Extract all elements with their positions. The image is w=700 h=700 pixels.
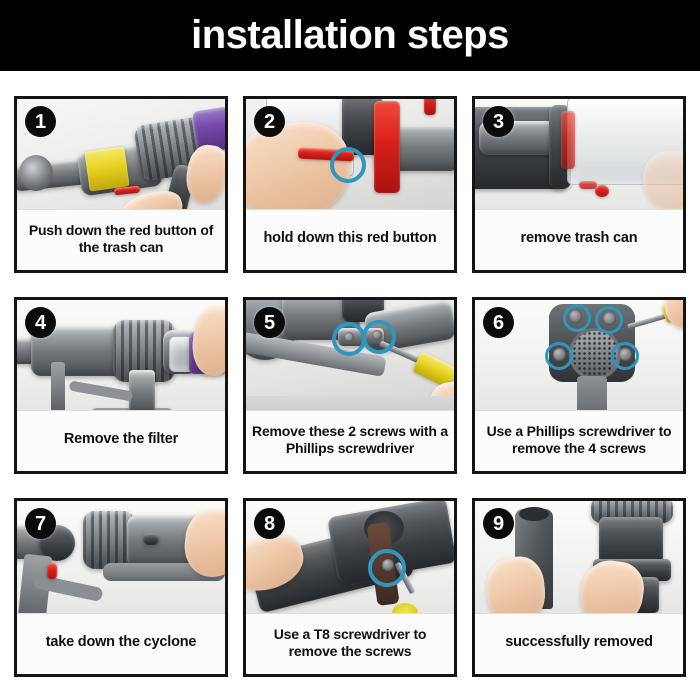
step-caption-4: Remove the filter (17, 410, 225, 471)
annotation-ring-4 (611, 342, 639, 370)
step-caption-text-8: Use a T8 screwdriver to remove the screw… (273, 625, 427, 659)
step-caption-5: Remove these 2 screws with a Phillips sc… (246, 410, 454, 471)
hand-holding-bin (643, 151, 683, 209)
step-badge-3: 3 (483, 106, 514, 137)
vacuum-handle (129, 370, 155, 410)
step-photo-8: 8 (246, 501, 454, 613)
annotation-ring-1 (368, 549, 406, 587)
step-badge-6: 6 (483, 307, 514, 338)
step-caption-text-2: hold down this red button (263, 230, 437, 247)
page-title: installation steps (191, 12, 509, 57)
step-photo-6: 6 (475, 300, 683, 410)
red-debris-a (579, 181, 597, 189)
step-caption-7: take down the cyclone (17, 613, 225, 674)
step-panel-4[interactable]: 4 Remove the filter (14, 297, 228, 474)
step-badge-4: 4 (25, 307, 56, 338)
step-caption-8: Use a T8 screwdriver to remove the screw… (246, 613, 454, 674)
red-release-lever (374, 101, 400, 193)
annotation-ring-3 (545, 342, 573, 370)
step-caption-6: Use a Phillips screwdriver to remove the… (475, 410, 683, 471)
step-caption-text-3: remove trash can (520, 230, 638, 247)
annotation-ring-1 (330, 147, 366, 183)
step-panel-9[interactable]: 9 successfully removed (472, 498, 686, 677)
vacuum-neck (577, 376, 607, 410)
step-panel-5[interactable]: 5 Remove these 2 screws with a Phillips … (243, 297, 457, 474)
step-panel-1[interactable]: 1 Push down the red button of the trash … (14, 96, 228, 273)
annotation-ring-1 (332, 322, 366, 356)
step-caption-text-4: Remove the filter (63, 431, 179, 448)
step-caption-3: remove trash can (475, 209, 683, 270)
annotation-ring-1 (563, 304, 591, 332)
housing-vent (143, 533, 159, 545)
step-badge-8: 8 (254, 508, 285, 539)
yellow-warning-label (84, 146, 130, 192)
table-surface (246, 396, 454, 410)
red-debris-b (595, 185, 609, 197)
steps-grid: 1 Push down the red button of the trash … (14, 96, 686, 677)
step-caption-text-7: take down the cyclone (45, 634, 197, 651)
cyclone-fins (83, 511, 135, 569)
step-caption-2: hold down this red button (246, 209, 454, 270)
cover-notch (519, 507, 549, 521)
step-panel-3[interactable]: 3 remove trash can (472, 96, 686, 273)
step-panel-6[interactable]: 6 Use a Phillips screwdriver to remove t… (472, 297, 686, 474)
step-caption-1: Push down the red button of the trash ca… (17, 209, 225, 270)
step-photo-1: 1 (17, 99, 225, 209)
red-trim (561, 111, 575, 169)
red-trim-upper (424, 99, 436, 115)
step-badge-7: 7 (25, 508, 56, 539)
step-badge-2: 2 (254, 106, 285, 137)
step-caption-text-1: Push down the red button of the trash ca… (28, 221, 214, 255)
step-badge-9: 9 (483, 508, 514, 539)
step-caption-text-5: Remove these 2 screws with a Phillips sc… (252, 422, 448, 456)
stand-post (51, 362, 65, 410)
step-photo-3: 3 (475, 99, 683, 209)
step-caption-9: successfully removed (475, 613, 683, 674)
step-caption-text-9: successfully removed (505, 634, 653, 651)
nozzle-ring (19, 155, 53, 191)
step-photo-5: 5 (246, 300, 454, 410)
step-panel-2[interactable]: 2 hold down this red button (243, 96, 457, 273)
step-caption-text-6: Use a Phillips screwdriver to remove the… (486, 422, 672, 456)
step-badge-1: 1 (25, 106, 56, 137)
annotation-ring-2 (362, 320, 396, 354)
step-badge-5: 5 (254, 307, 285, 338)
step-photo-9: 9 (475, 501, 683, 613)
motor-grille (569, 328, 621, 380)
step-panel-8[interactable]: 8 Use a T8 screwdriver to remove the scr… (243, 498, 457, 677)
annotation-ring-2 (595, 306, 623, 334)
step-photo-4: 4 (17, 300, 225, 410)
red-trigger (47, 563, 57, 579)
header-banner: installation steps (0, 0, 700, 71)
t8-screwdriver-handle (392, 603, 418, 613)
step-photo-2: 2 (246, 99, 454, 209)
step-photo-7: 7 (17, 501, 225, 613)
step-panel-7[interactable]: 7 take down the cyclone (14, 498, 228, 677)
